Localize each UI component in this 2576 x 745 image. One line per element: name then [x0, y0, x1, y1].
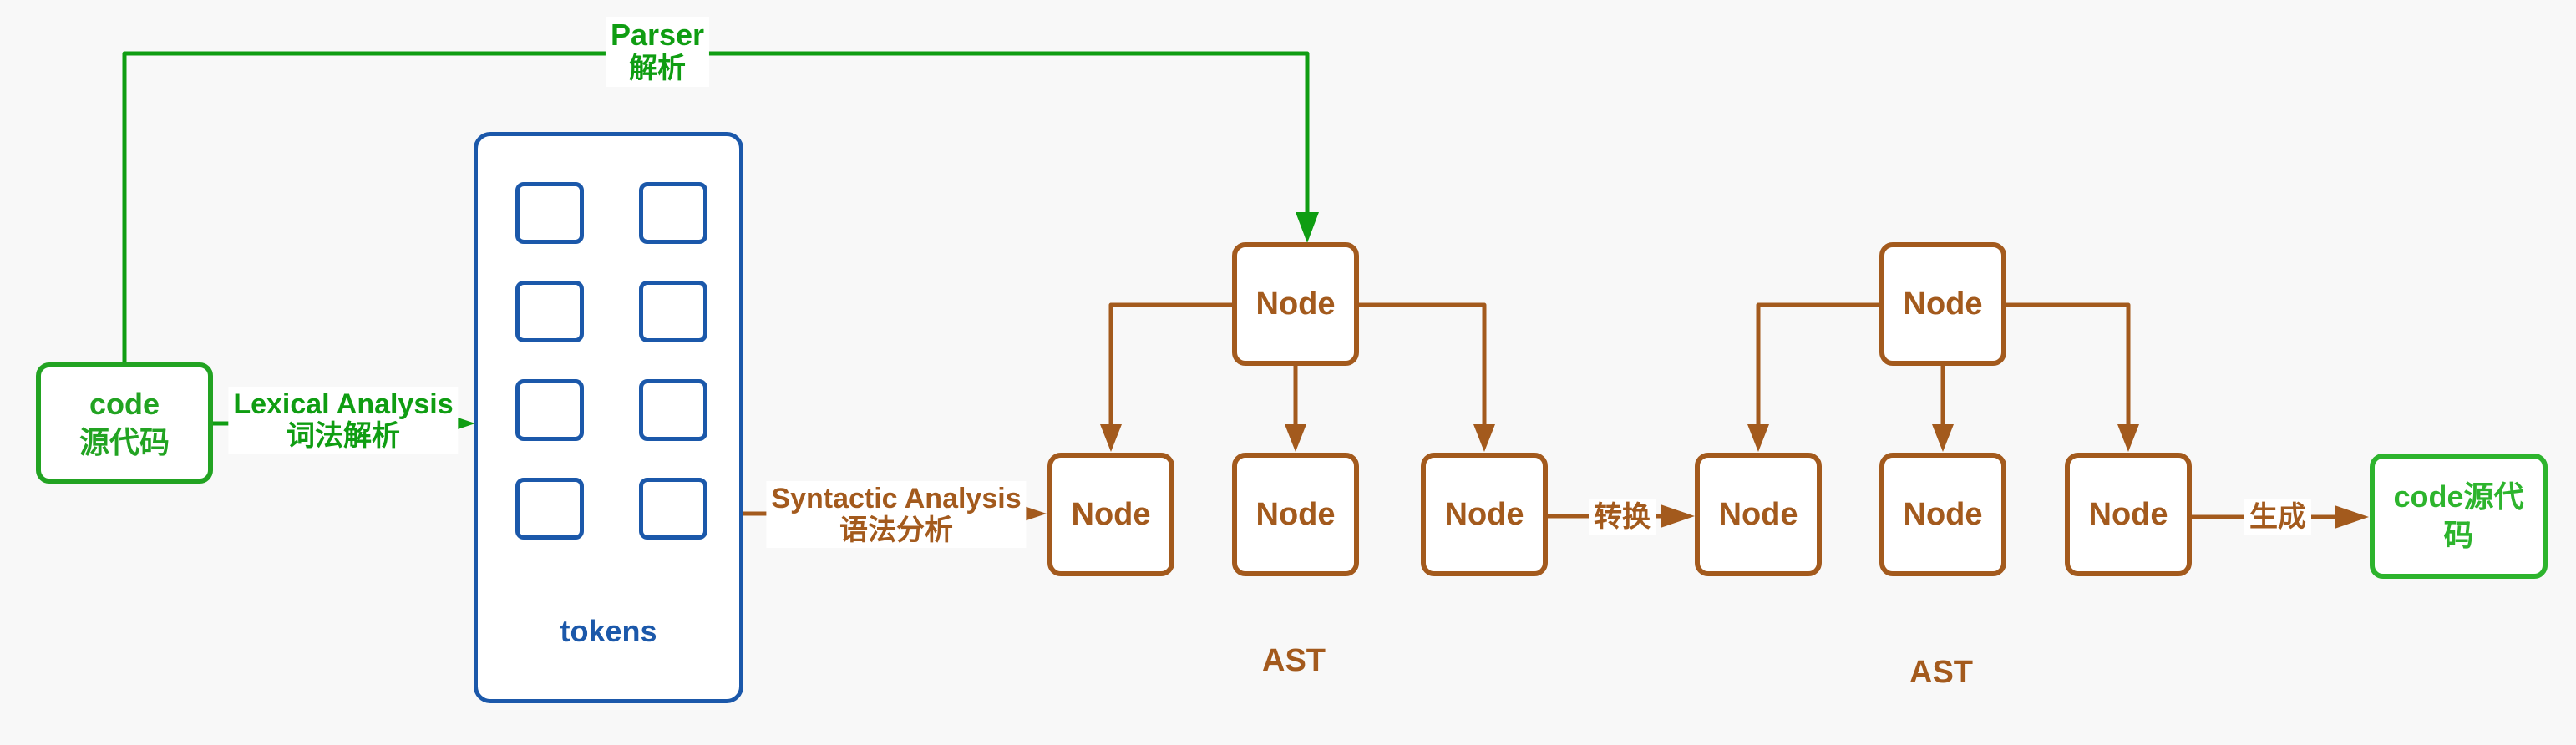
token-square	[639, 379, 707, 441]
parser-flow-line	[122, 51, 1310, 362]
tokens-label: tokens	[560, 614, 657, 648]
tree2-right-arrowhead-icon	[2117, 424, 2139, 452]
syntactic-analysis-label: Syntactic Analysis 语法分析	[766, 481, 1027, 548]
tree1-middle-arrowhead-icon	[1285, 424, 1306, 452]
token-square	[639, 478, 707, 540]
node-label: Node	[1255, 496, 1336, 532]
node-label: Node	[1255, 286, 1336, 322]
lexical-analysis-label-zh: 词法解析	[287, 420, 400, 452]
ast2-child-node-1: Node	[1695, 453, 1822, 576]
token-square	[515, 182, 584, 244]
output-code-box: code源代 码	[2370, 454, 2548, 579]
node-label: Node	[1903, 496, 1983, 532]
parser-arrowhead-icon	[1296, 212, 1319, 243]
token-square	[639, 182, 707, 244]
parser-label: Parser 解析	[605, 17, 710, 87]
ast2-child-node-3: Node	[2065, 453, 2192, 576]
token-square	[515, 281, 584, 342]
source-code-box: code 源代码	[36, 362, 213, 484]
ast2-caption: AST	[1909, 655, 1973, 690]
lexical-analysis-label: Lexical Analysis 词法解析	[228, 387, 459, 454]
tree1-left-branch	[1108, 302, 1232, 428]
node-label: Node	[1903, 286, 1983, 322]
node-label: Node	[2088, 496, 2168, 532]
token-square	[639, 281, 707, 342]
syntactic-analysis-label-en: Syntactic Analysis	[771, 483, 1022, 514]
source-code-label-zh: 源代码	[79, 424, 170, 459]
transform-label: 转换	[1589, 499, 1656, 535]
tree2-left-arrowhead-icon	[1747, 424, 1769, 452]
generate-arrowhead-icon	[2335, 505, 2369, 529]
parser-label-zh: 解析	[628, 53, 686, 84]
ast1-child-node-2: Node	[1232, 453, 1359, 576]
generate-label: 生成	[2244, 499, 2311, 535]
tree2-middle-arrowhead-icon	[1932, 424, 1954, 452]
token-square	[515, 478, 584, 540]
token-square	[515, 379, 584, 441]
source-code-label-en: code	[89, 386, 160, 421]
node-label: Node	[1444, 496, 1524, 532]
tree1-left-arrowhead-icon	[1100, 424, 1122, 452]
tree2-right-branch	[2006, 302, 2131, 428]
output-code-label-line1: code源代	[2393, 479, 2524, 514]
tree1-right-branch	[1359, 302, 1487, 428]
tree1-right-arrowhead-icon	[1473, 424, 1495, 452]
output-code-label-line2: 码	[2443, 518, 2474, 552]
ast1-child-node-1: Node	[1047, 453, 1174, 576]
tree2-left-branch	[1756, 302, 1879, 428]
lexical-analysis-label-en: Lexical Analysis	[233, 388, 454, 420]
parser-label-en: Parser	[610, 18, 705, 52]
ast1-child-node-3: Node	[1421, 453, 1548, 576]
ast2-root-node: Node	[1879, 242, 2006, 366]
tokens-box: tokens	[474, 132, 743, 703]
syntactic-analysis-label-zh: 语法分析	[839, 514, 953, 546]
node-label: Node	[1718, 496, 1798, 532]
ast2-child-node-2: Node	[1879, 453, 2006, 576]
node-label: Node	[1071, 496, 1151, 532]
transform-arrowhead-icon	[1661, 504, 1695, 528]
ast1-caption: AST	[1262, 643, 1326, 678]
ast1-root-node: Node	[1232, 242, 1359, 366]
